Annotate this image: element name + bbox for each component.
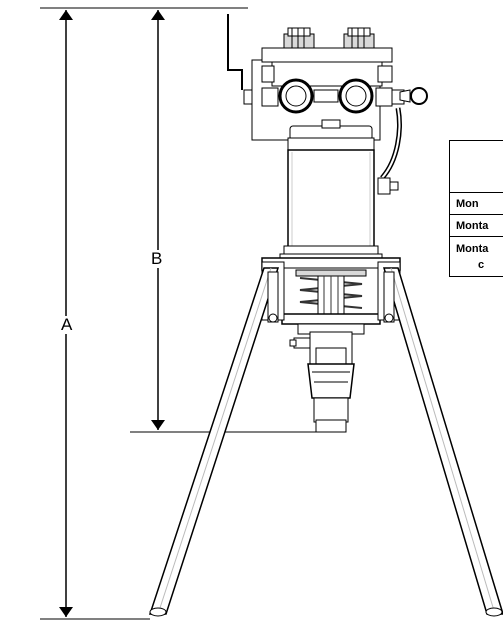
dimension-a-label: A — [60, 315, 74, 334]
table-cell: Mon — [449, 192, 503, 215]
dimension-table: Mon Monta Monta c — [449, 140, 503, 277]
table-row — [449, 140, 503, 193]
spring-section — [281, 267, 381, 319]
air-inlet-knob — [410, 87, 428, 105]
dimension-b-label: B — [150, 249, 164, 268]
pump-intake — [307, 363, 355, 399]
table-row: Monta c — [449, 236, 503, 277]
table-row: Monta — [449, 214, 503, 237]
table-cell: Monta c — [449, 236, 503, 277]
air-motor-cylinder — [287, 149, 375, 249]
pump-assembly — [148, 14, 503, 617]
table-cell — [449, 140, 503, 193]
table-row: Mon — [449, 192, 503, 215]
mounting-bracket — [227, 14, 243, 90]
air-control-unit — [243, 27, 428, 114]
table-cell: Monta — [449, 214, 503, 237]
tripod-legs — [148, 267, 503, 617]
